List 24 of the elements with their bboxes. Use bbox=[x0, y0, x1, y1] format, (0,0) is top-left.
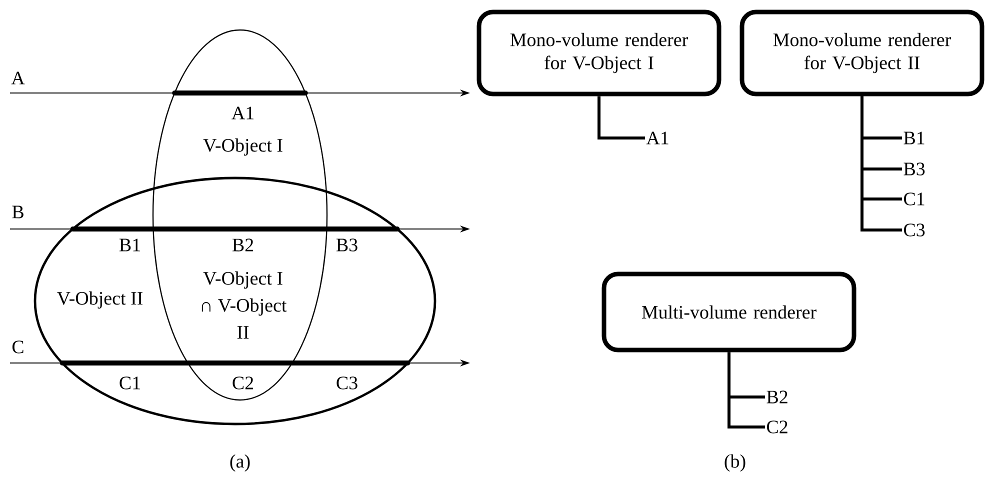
renderer-box: Multi-volume renderer bbox=[602, 272, 856, 352]
segment-label: B3 bbox=[336, 238, 358, 252]
leaf-label: C3 bbox=[904, 224, 925, 236]
segment-label: A1 bbox=[232, 106, 254, 120]
tree-connector bbox=[860, 96, 902, 232]
tree-connector bbox=[728, 352, 765, 428]
renderer-box: Mono-volume renderer for V-Object I bbox=[476, 10, 722, 96]
leaf-label: B2 bbox=[766, 390, 788, 404]
ray-label: A bbox=[11, 72, 25, 84]
segment-label: B1 bbox=[119, 238, 140, 252]
tree-connector bbox=[598, 96, 645, 140]
renderer-box: Mono-volume renderer for V-Object II bbox=[740, 10, 984, 96]
intersection-label: V-Object I ∩ V-Object II bbox=[202, 271, 287, 339]
leaf-label: C2 bbox=[766, 420, 788, 434]
segment-label: B2 bbox=[232, 238, 254, 252]
segment-label: C3 bbox=[336, 376, 358, 390]
leaf-label: C1 bbox=[904, 192, 924, 206]
leaf-label: B3 bbox=[904, 162, 925, 176]
leaf-label: B1 bbox=[904, 132, 924, 144]
segment-label: C1 bbox=[120, 376, 140, 390]
segment-label: C2 bbox=[232, 376, 254, 390]
panel-caption: (a) bbox=[230, 454, 250, 472]
panel-caption: (b) bbox=[724, 454, 746, 472]
leaf-label: A1 bbox=[646, 132, 668, 144]
